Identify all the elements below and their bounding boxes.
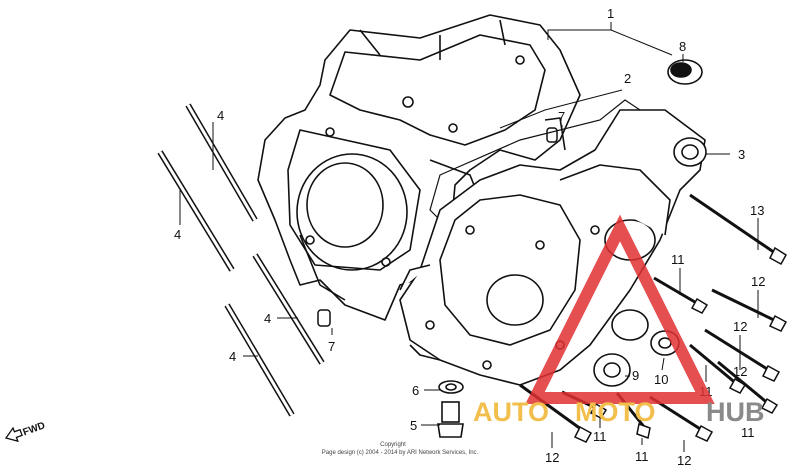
left-crankcase-half: [257, 14, 581, 321]
studs: [157, 103, 325, 417]
fwd-indicator: FWD: [4, 420, 47, 443]
callout-11-e: 11: [635, 449, 649, 464]
callout-7-lower: 7: [328, 339, 335, 354]
watermark-triangle-icon: [525, 214, 715, 404]
callout-13: 13: [750, 203, 764, 218]
copyright-line-2: Page design (c) 2004 - 2014 by ARI Netwo…: [322, 450, 479, 456]
callout-11-c: 11: [741, 425, 755, 440]
stud-4: [224, 303, 295, 417]
bolt-13: [689, 193, 787, 266]
watermark-logo: AUTO MOTO HUB: [473, 214, 765, 427]
stud-3: [252, 253, 325, 365]
callout-4-d: 4: [229, 349, 236, 364]
callout-4-c: 4: [264, 311, 271, 326]
bolt-12-c: [519, 383, 593, 443]
fwd-label: FWD: [22, 420, 47, 438]
callout-12-e: 12: [733, 364, 747, 379]
callout-7-upper: 7: [558, 109, 565, 124]
callout-12-d: 12: [677, 453, 691, 468]
stud-1: [185, 103, 258, 222]
callout-12-b: 12: [733, 319, 747, 334]
watermark-moto: MOTO: [575, 397, 656, 427]
bearing-boss: [673, 137, 707, 167]
callout-6: 6: [412, 383, 419, 398]
bolt-11-a: [653, 276, 709, 314]
bolt-11-c: [717, 360, 779, 414]
copyright-line-1: Copyright: [380, 442, 406, 448]
callout-3: 3: [738, 147, 745, 162]
callout-9: 9: [632, 368, 639, 383]
callout-11-a: 11: [671, 252, 685, 267]
callout-11-d: 11: [593, 429, 607, 444]
stud-2: [157, 150, 235, 272]
oil-seal: [667, 59, 703, 85]
drain-bolt: [437, 401, 464, 438]
bolt-12-b: [704, 328, 781, 382]
dowel-pin-lower: [317, 309, 331, 327]
callout-4-a: 4: [217, 108, 224, 123]
drain-washer: [438, 380, 464, 394]
seal-9: [593, 353, 631, 387]
callout-2: 2: [624, 71, 631, 86]
leader-lines: [179, 22, 759, 452]
fwd-arrow-icon: [4, 426, 23, 443]
callout-4-b: 4: [174, 227, 181, 242]
bolt-12-a: [711, 288, 788, 332]
callout-5: 5: [410, 418, 417, 433]
dowel-pin-upper: [546, 127, 558, 143]
callout-12-c: 12: [545, 450, 559, 465]
watermark-hub: HUB: [706, 397, 765, 427]
callout-1: 1: [607, 6, 614, 21]
watermark-auto: AUTO: [473, 397, 549, 427]
callout-12-a: 12: [751, 274, 765, 289]
callout-8: 8: [679, 39, 686, 54]
callout-10: 10: [654, 372, 668, 387]
